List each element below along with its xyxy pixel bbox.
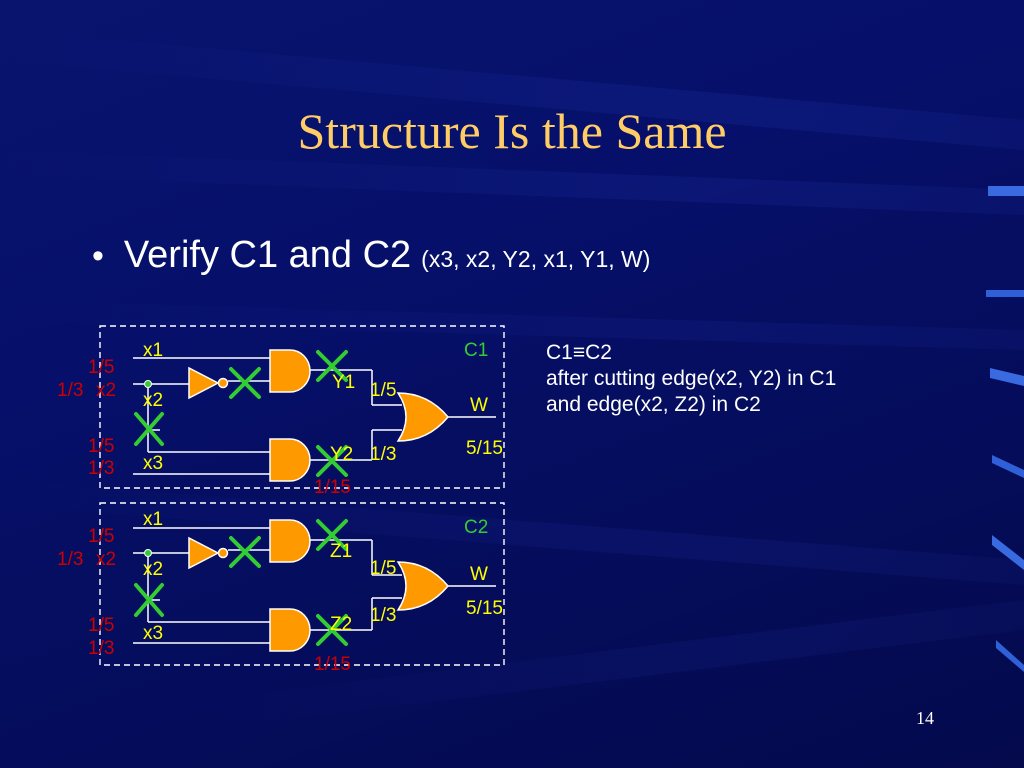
bullet-main-text: Verify C1 and C2 [123,234,412,276]
prob-bottom-gate: 1/3 [370,605,396,626]
note-line-2: after cutting edge(x2, Y2) in C1 [546,367,837,390]
junction-dot [144,549,152,557]
output-label: W [470,564,488,585]
prob-x3-a: 1/5 [88,436,114,457]
cross-mark-icon [316,519,348,551]
prob-x3-a: 1/5 [88,615,114,636]
input-label-x3: x3 [143,623,163,644]
and-gate-top [269,519,311,563]
bullet-symbol: • [92,237,104,275]
prob-bottom-gate: 1/3 [370,444,396,465]
cross-mark-icon [229,367,261,399]
input-label-x2: x2 [143,390,163,411]
gate-label-top: Z1 [330,541,352,562]
input-label-x1: x1 [143,340,163,361]
prob-x1: 1/5 [88,357,114,378]
not-gate [188,366,229,400]
cross-mark-icon [134,583,164,617]
equivalence-note: C1≡C2 after cutting edge(x2, Y2) in C1 a… [546,340,836,418]
input-label-x2: x2 [143,559,163,580]
bullet-item: • Verify C1 and C2 (x3, x2, Y2, x1, Y1, W) [92,234,650,277]
gate-label-top: Y1 [332,372,355,393]
prob-output: 5/15 [466,598,503,619]
prob-top-gate: 1/5 [370,558,396,579]
cross-mark-icon [134,412,164,446]
output-label: W [470,395,488,416]
gate-label-bottom: Z2 [330,614,352,635]
cross-mark-icon [316,614,348,646]
prob-top-gate: 1/5 [370,380,396,401]
circuit-frame [99,325,505,489]
input-label-x3: x3 [143,453,163,474]
page-number: 14 [916,708,934,728]
circuit-name: C2 [464,517,488,538]
circuit-c1: x1 x2 x3 Y1 Y2 W C1 1/5 1/3 x2 1/5 1/3 1… [57,325,505,498]
not-gate [188,536,229,570]
prob-x3-b: 1/3 [88,458,114,479]
junction-dot [144,380,152,388]
wires [133,527,496,644]
prob-x2-name: x2 [96,380,116,401]
prob-x2-value: 1/3 [57,380,83,401]
and-gate-bottom [269,438,311,482]
or-gate [396,561,449,611]
prob-output: 5/15 [466,438,503,459]
prob-x3-b: 1/3 [88,638,114,659]
and-gate-bottom [269,608,311,652]
cross-mark-icon [316,445,348,477]
wires [133,357,496,475]
note-line-3: and edge(x2, Z2) in C2 [546,393,761,416]
circuit-frame [99,502,505,666]
input-label-x1: x1 [143,509,163,530]
circuit-c2: x1 x2 x3 Z1 Z2 W C2 1/5 1/3 x2 1/5 1/3 1… [57,502,505,675]
note-line-1: C1≡C2 [546,341,612,364]
and-gate-top [269,349,311,393]
gate-label-bottom: Y2 [330,444,353,465]
prob-x2-value: 1/3 [57,549,83,570]
prob-removed: 1/15 [314,654,351,675]
cross-mark-icon [316,350,348,382]
prob-removed: 1/15 [314,477,351,498]
prob-x2-name: x2 [96,549,116,570]
slide-title: Structure Is the Same [297,103,727,159]
circuit-name: C1 [464,340,488,361]
cross-mark-icon [229,536,261,568]
prob-x1: 1/5 [88,526,114,547]
or-gate [396,392,449,442]
bullet-order-text: (x3, x2, Y2, x1, Y1, W) [421,246,651,272]
